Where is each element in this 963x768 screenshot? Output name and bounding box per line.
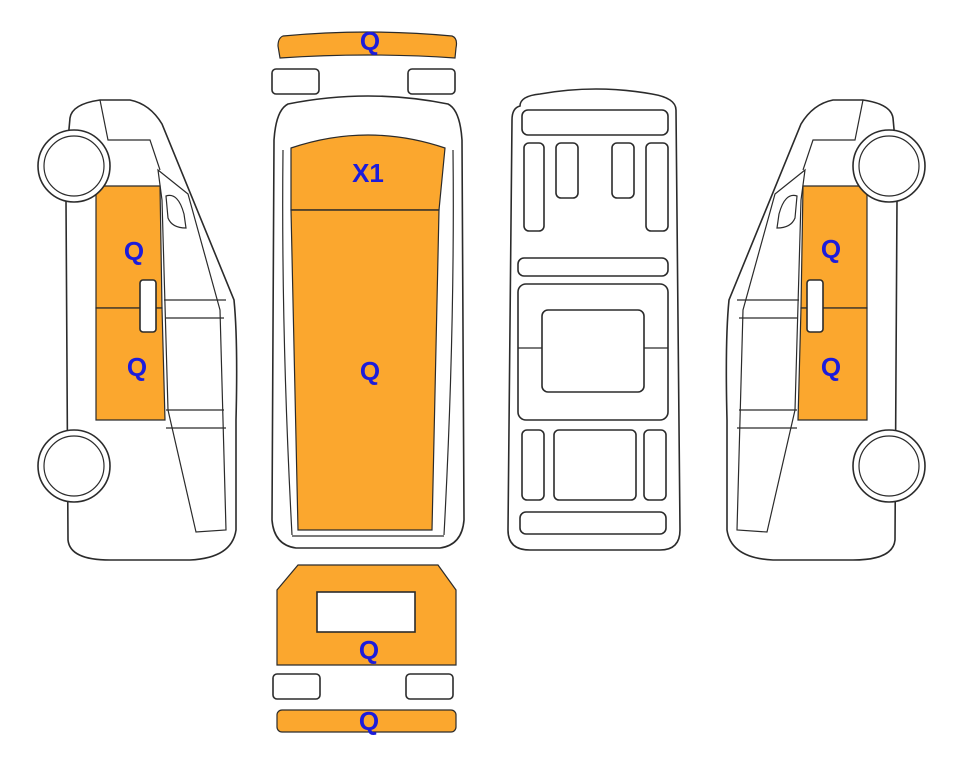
hood-code: X1 xyxy=(352,158,384,188)
left-front-door-code: Q xyxy=(124,236,144,266)
right-front-door-code: Q xyxy=(821,234,841,264)
roof-code: Q xyxy=(360,356,380,386)
hood-panel[interactable] xyxy=(290,134,446,211)
front-right-headlight xyxy=(407,68,456,95)
rear-left-taillight xyxy=(272,673,321,700)
left-side-view: Q Q xyxy=(37,99,238,561)
left-rear-wheel xyxy=(37,429,111,503)
rear-right-taillight xyxy=(405,673,454,700)
front-left-headlight xyxy=(271,68,320,95)
rear-doors-code: Q xyxy=(359,635,379,665)
right-sliding-door-code: Q xyxy=(821,352,841,382)
underbody-view xyxy=(507,88,681,551)
front-view-strip: Q xyxy=(271,26,458,95)
rear-bumper-code: Q xyxy=(359,706,379,736)
top-view: X1 Q xyxy=(271,95,465,549)
left-front-wheel xyxy=(37,129,111,203)
rear-view-strip: Q Q xyxy=(272,564,457,736)
right-side-view xyxy=(725,99,926,561)
front-bumper-code: Q xyxy=(360,26,380,56)
right-front-wheel xyxy=(852,129,926,203)
right-rear-wheel xyxy=(852,429,926,503)
rear-bumper-panel[interactable] xyxy=(276,709,457,733)
front-bumper-panel[interactable] xyxy=(277,31,458,59)
rear-window xyxy=(316,591,416,633)
left-sliding-door-code: Q xyxy=(127,352,147,382)
